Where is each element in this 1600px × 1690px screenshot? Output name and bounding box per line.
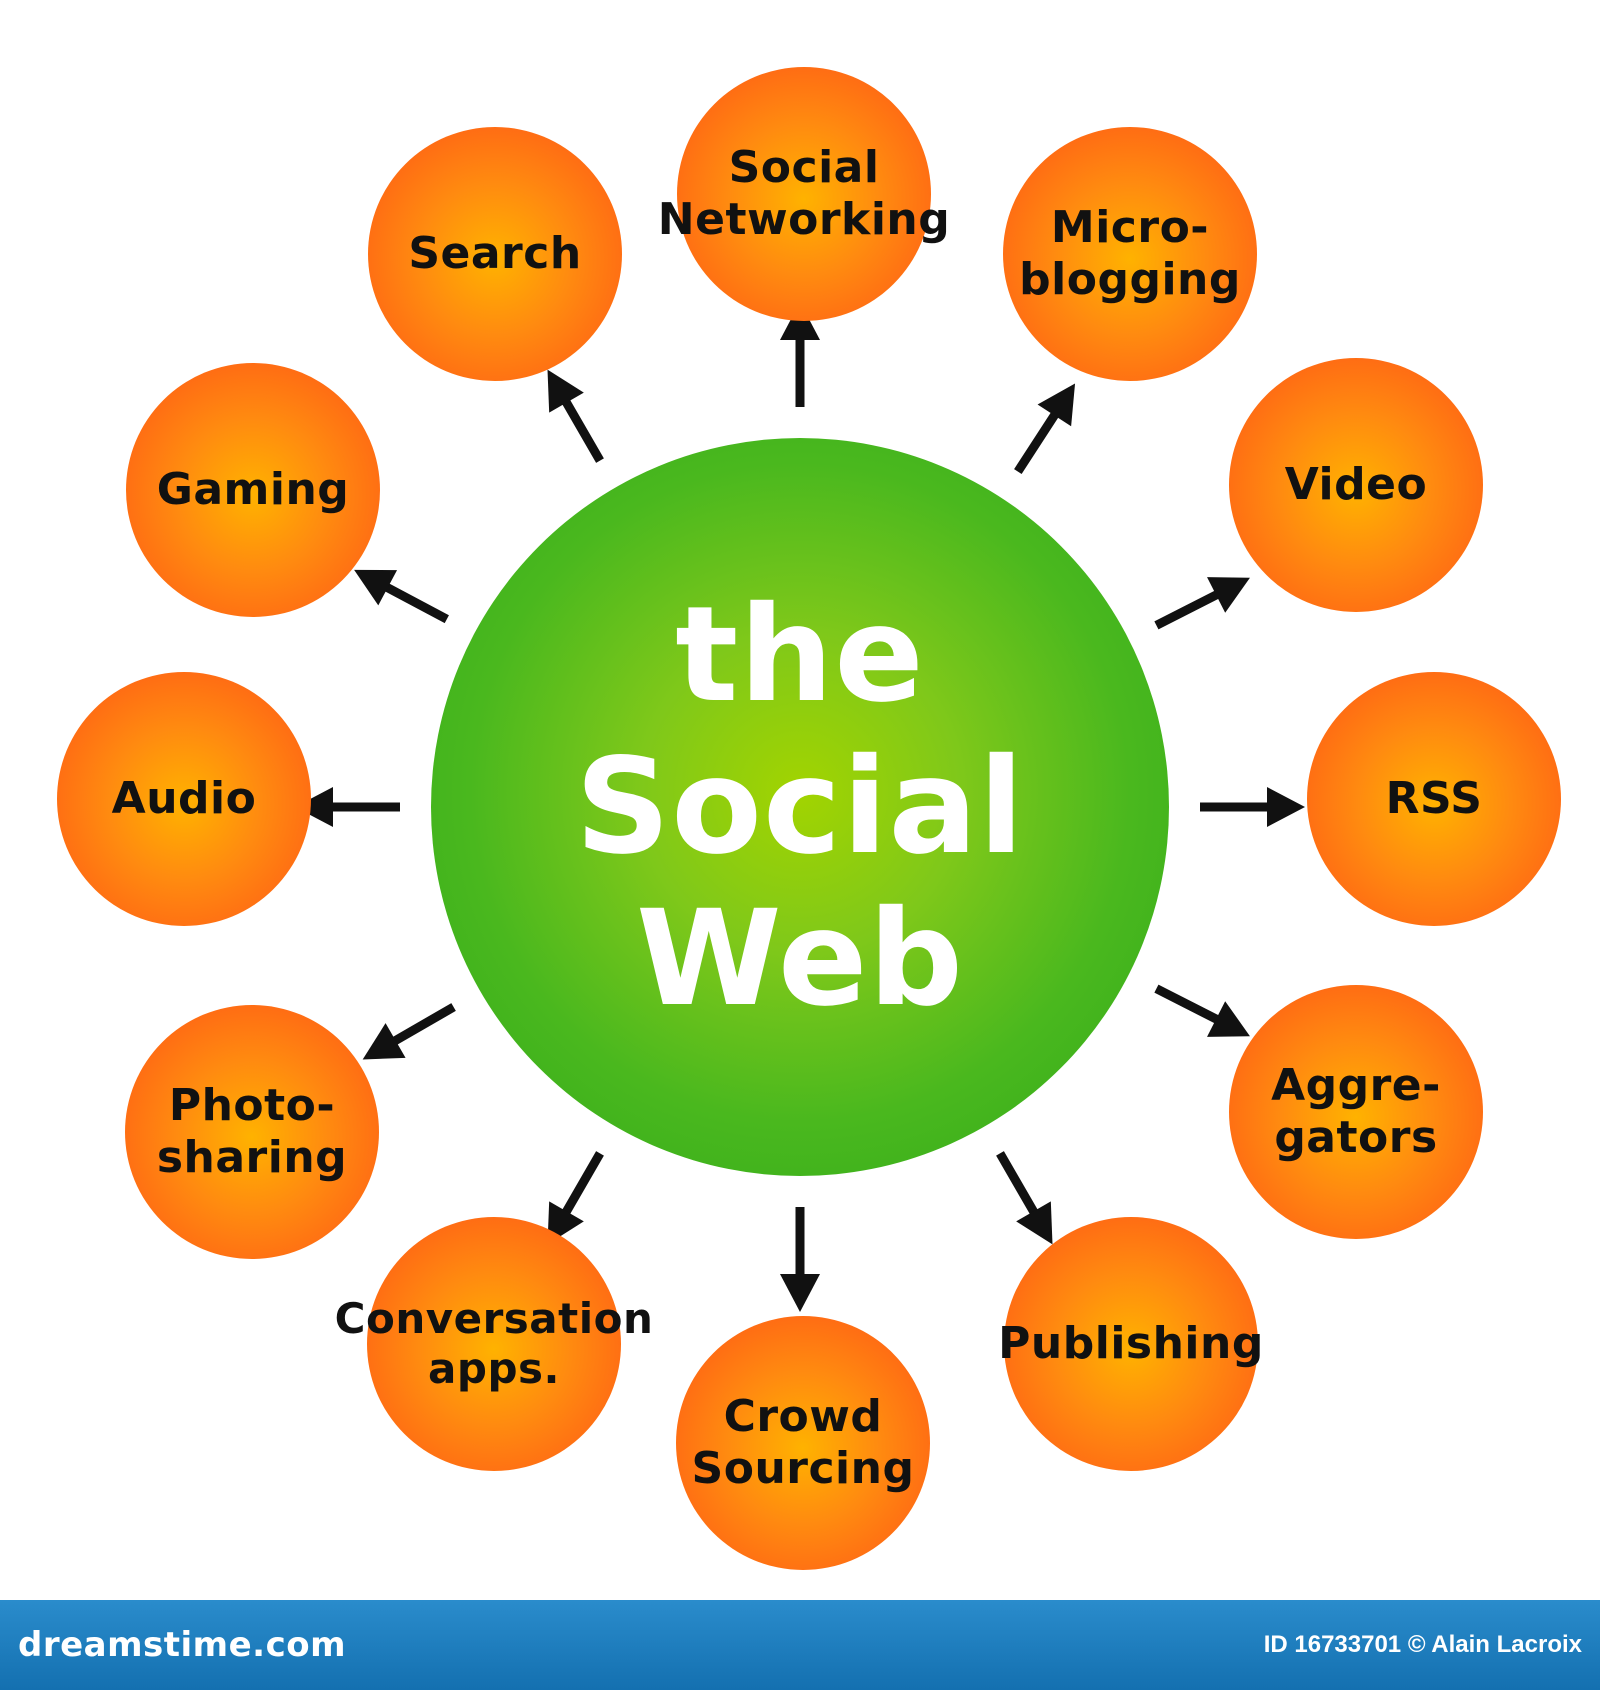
node-search: Search xyxy=(368,127,622,381)
arrow-social-networking xyxy=(780,302,820,407)
node-label: Social Networking xyxy=(657,142,951,245)
arrow-audio xyxy=(295,787,400,827)
node-video: Video xyxy=(1229,358,1483,612)
node-label: Conversation apps. xyxy=(334,1294,654,1393)
node-aggregators: Aggre- gators xyxy=(1229,985,1483,1239)
node-label: RSS xyxy=(1385,773,1483,825)
center-node: the Social Web xyxy=(431,438,1169,1176)
node-conversation-apps: Conversation apps. xyxy=(335,1217,653,1471)
node-label: Gaming xyxy=(156,464,350,516)
node-gaming: Gaming xyxy=(126,363,380,617)
node-label: Micro- blogging xyxy=(1019,202,1241,305)
arrow-micro-blogging xyxy=(1014,383,1076,474)
arrow-search xyxy=(547,369,604,463)
arrow-conversation-apps xyxy=(547,1151,604,1245)
node-label: Video xyxy=(1284,459,1428,511)
arrows-layer xyxy=(295,302,1305,1312)
node-label: Audio xyxy=(111,773,257,825)
footer-credit: ID 16733701 © Alain Lacroix xyxy=(1263,1631,1582,1658)
node-label: Search xyxy=(408,228,582,280)
node-crowd-sourcing: Crowd Sourcing xyxy=(676,1316,930,1570)
arrow-gaming xyxy=(354,569,449,624)
center-line-3: Web xyxy=(636,882,964,1036)
node-audio: Audio xyxy=(57,672,311,926)
node-publishing: Publishing xyxy=(998,1217,1263,1471)
arrow-aggregators xyxy=(1154,984,1250,1037)
node-label: Crowd Sourcing xyxy=(691,1391,915,1494)
node-photo-sharing: Photo- sharing xyxy=(125,1005,379,1259)
node-label: Aggre- gators xyxy=(1271,1060,1441,1163)
social-web-diagram: the Social Web Social Networking Micro- … xyxy=(57,67,1561,1570)
arrow-photo-sharing xyxy=(362,1003,456,1060)
center-line-2: Social xyxy=(575,730,1025,884)
node-label: Publishing xyxy=(998,1318,1264,1370)
arrow-publishing xyxy=(996,1151,1053,1245)
node-label: Photo- sharing xyxy=(156,1080,348,1183)
node-rss: RSS xyxy=(1307,672,1561,926)
arrow-crowd-sourcing xyxy=(780,1207,820,1312)
footer-brand: dreamstime.com xyxy=(18,1625,347,1665)
footer-bar: dreamstime.com ID 16733701 © Alain Lacro… xyxy=(0,1600,1600,1690)
arrow-video xyxy=(1154,577,1250,630)
node-micro-blogging: Micro- blogging xyxy=(1003,127,1257,381)
arrow-rss xyxy=(1200,787,1305,827)
node-social-networking: Social Networking xyxy=(658,67,950,321)
center-line-1: the xyxy=(675,578,925,732)
